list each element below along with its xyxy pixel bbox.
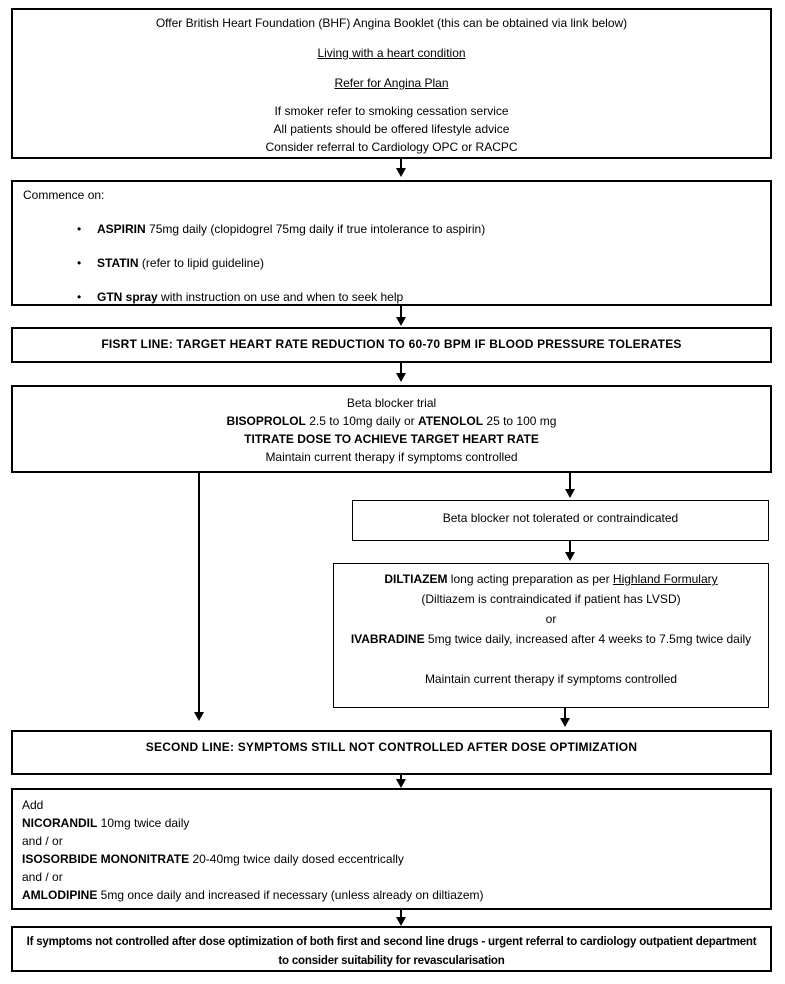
offer-line-lifestyle: All patients should be offered lifestyle…: [273, 122, 510, 136]
drug-detail: (refer to lipid guideline): [138, 256, 264, 270]
diltiazem-ivabradine-box: DILTIAZEM long acting preparation as per…: [333, 563, 769, 708]
drug-name-gtn: GTN spray: [97, 290, 158, 304]
beta-not-tolerated-text: Beta blocker not tolerated or contraindi…: [442, 511, 679, 525]
offer-line-smoking: If smoker refer to smoking cessation ser…: [274, 104, 509, 118]
flow-arrow-line: [400, 775, 402, 780]
flow-arrowhead: [565, 552, 575, 561]
dose-text: 2.5 to 10mg daily or: [305, 414, 418, 428]
flow-arrow-line: [569, 473, 571, 490]
list-item-statin: • STATIN (refer to lipid guideline): [23, 254, 760, 272]
drug-name-isosorbide-mononitrate: ISOSORBIDE MONONITRATE: [22, 852, 190, 866]
and-or-text: and / or: [22, 834, 63, 848]
beta-not-tolerated-box: Beta blocker not tolerated or contraindi…: [352, 500, 769, 541]
ivabradine-line: IVABRADINE 5mg twice daily, increased af…: [334, 629, 768, 649]
drug-detail: with instruction on use and when to seek…: [157, 290, 404, 304]
referral-box: If symptoms not controlled after dose op…: [11, 926, 772, 972]
titrate-dose-text: TITRATE DOSE TO ACHIEVE TARGET HEART RAT…: [244, 432, 539, 446]
bullet-icon: •: [77, 256, 82, 270]
drug-name-bisoprolol: BISOPROLOL: [226, 414, 306, 428]
referral-text: If symptoms not controlled after dose op…: [26, 936, 757, 967]
flow-arrowhead: [396, 373, 406, 382]
offer-line-referral: Consider referral to Cardiology OPC or R…: [265, 140, 518, 154]
dose-text: 25 to 100 mg: [483, 414, 557, 428]
commence-on-box: Commence on: • ASPIRIN 75mg daily (clopi…: [11, 180, 772, 306]
maintain-therapy-text: Maintain current therapy if symptoms con…: [424, 672, 678, 686]
flow-arrow-line: [569, 541, 571, 553]
offer-line-1: Offer British Heart Foundation (BHF) Ang…: [155, 16, 628, 30]
beta-trial-line-2: BISOPROLOL 2.5 to 10mg daily or ATENOLOL…: [13, 412, 770, 430]
flow-arrowhead: [396, 779, 406, 788]
flow-arrow-line: [400, 363, 402, 374]
nicorandil-line: NICORANDIL 10mg twice daily: [22, 814, 761, 832]
living-with-heart-condition-link[interactable]: Living with a heart condition: [317, 46, 466, 60]
amlodipine-line: AMLODIPINE 5mg once daily and increased …: [22, 886, 761, 904]
refer-for-angina-plan-link[interactable]: Refer for Angina Plan: [334, 76, 449, 90]
flow-arrow-line-left-branch: [198, 473, 200, 713]
flow-arrowhead: [396, 168, 406, 177]
bullet-icon: •: [77, 222, 82, 236]
diltiazem-line: DILTIAZEM long acting preparation as per…: [334, 569, 768, 589]
offer-booklet-box: Offer British Heart Foundation (BHF) Ang…: [11, 8, 772, 159]
maintain-therapy-text: Maintain current therapy if symptoms con…: [265, 450, 518, 464]
drug-name-atenolol: ATENOLOL: [417, 414, 484, 428]
first-line-banner: FISRT LINE: TARGET HEART RATE REDUCTION …: [11, 327, 772, 363]
drug-name-statin: STATIN: [97, 256, 139, 270]
flow-arrow-line: [400, 306, 402, 318]
drug-name-amlodipine: AMLODIPINE: [22, 888, 98, 902]
second-line-banner: SECOND LINE: SYMPTOMS STILL NOT CONTROLL…: [11, 730, 772, 775]
list-item-aspirin: • ASPIRIN 75mg daily (clopidogrel 75mg d…: [23, 220, 760, 238]
drug-detail: 75mg daily (clopidogrel 75mg daily if tr…: [145, 222, 486, 236]
drug-name-ivabradine: IVABRADINE: [350, 632, 425, 646]
drug-detail: 10mg twice daily: [97, 816, 190, 830]
and-or-text: and / or: [22, 870, 63, 884]
isosorbide-line: ISOSORBIDE MONONITRATE 20-40mg twice dai…: [22, 850, 761, 868]
flow-arrow-line: [400, 159, 402, 169]
commence-heading: Commence on:: [23, 188, 105, 202]
flow-arrowhead: [194, 712, 204, 721]
flow-arrowhead: [565, 489, 575, 498]
diltiazem-detail: long acting preparation as per: [447, 572, 613, 586]
drug-name-aspirin: ASPIRIN: [97, 222, 146, 236]
flow-arrowhead: [396, 317, 406, 326]
drug-detail: 5mg once daily and increased if necessar…: [97, 888, 484, 902]
add-heading: Add: [22, 798, 44, 812]
blank-line: [334, 649, 768, 669]
first-line-text: FISRT LINE: TARGET HEART RATE REDUCTION …: [101, 337, 682, 351]
bullet-icon: •: [77, 290, 82, 304]
add-drugs-box: Add NICORANDIL 10mg twice daily and / or…: [11, 788, 772, 910]
drug-detail: 20-40mg twice daily dosed eccentrically: [189, 852, 404, 866]
flow-arrow-line: [400, 910, 402, 918]
highland-formulary-link[interactable]: Highland Formulary: [612, 572, 718, 586]
ivabradine-detail: 5mg twice daily, increased after 4 weeks…: [424, 632, 752, 646]
drug-name-diltiazem: DILTIAZEM: [384, 572, 448, 586]
beta-trial-line-1: Beta blocker trial: [346, 396, 437, 410]
flow-arrowhead: [560, 718, 570, 727]
drug-name-nicorandil: NICORANDIL: [22, 816, 98, 830]
or-text: or: [545, 612, 557, 626]
beta-blocker-trial-box: Beta blocker trial BISOPROLOL 2.5 to 10m…: [11, 385, 772, 473]
list-item-gtn: • GTN spray with instruction on use and …: [23, 288, 760, 306]
flow-arrowhead: [396, 917, 406, 926]
flow-arrow-line: [564, 708, 566, 719]
second-line-text: SECOND LINE: SYMPTOMS STILL NOT CONTROLL…: [145, 740, 638, 754]
diltiazem-caution-text: (Diltiazem is contraindicated if patient…: [421, 592, 681, 606]
